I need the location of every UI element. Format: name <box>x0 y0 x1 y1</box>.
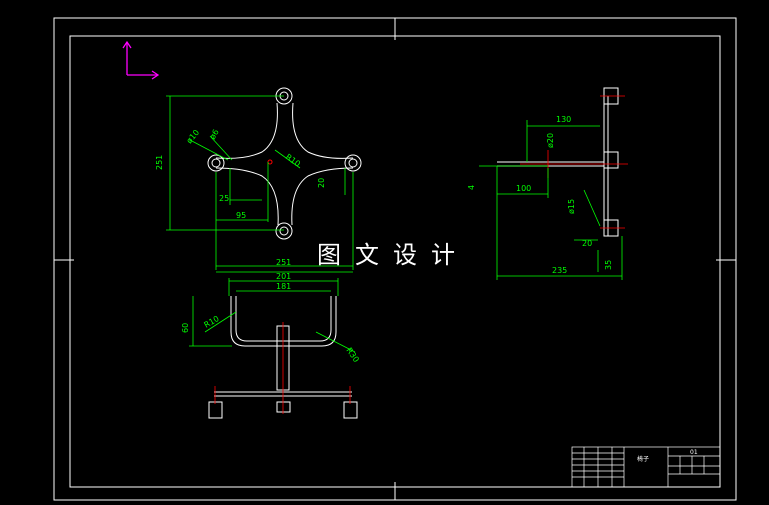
dim-20-side: 20 <box>582 239 592 248</box>
dim-35: 35 <box>604 260 613 270</box>
dim-25: 25 <box>219 194 229 203</box>
title-block-name: 椅子 <box>637 455 649 463</box>
title-block-code: 01 <box>690 449 698 456</box>
dim-130: 130 <box>556 115 571 124</box>
dim-201: 201 <box>276 272 291 281</box>
centering-marks <box>54 18 736 500</box>
dim-phi15: ø15 <box>567 199 576 214</box>
dim-phi6: ø6 <box>208 128 221 141</box>
front-view: 251 201 181 60 R10 R30 <box>181 258 361 419</box>
dim-r10: R10 <box>284 152 302 168</box>
dim-r30: R30 <box>344 346 360 364</box>
dim-60: 60 <box>181 323 190 333</box>
title-block <box>571 446 721 488</box>
dim-95: 95 <box>236 211 246 220</box>
dim-4: 4 <box>467 185 476 190</box>
watermark-text: 图文设计 <box>317 241 469 269</box>
dim-20: 20 <box>317 178 326 188</box>
dim-phi10: ø10 <box>185 128 202 145</box>
dim-235: 235 <box>552 266 567 275</box>
dim-100: 100 <box>516 184 531 193</box>
side-view: 130 ø20 4 100 ø15 20 235 35 <box>467 87 628 280</box>
ucs-axis-icon <box>122 40 160 80</box>
dim-251-front: 251 <box>276 258 291 267</box>
dim-251-vertical: 251 <box>155 155 164 170</box>
dim-181: 181 <box>276 282 291 291</box>
dim-phi20: ø20 <box>546 133 555 148</box>
